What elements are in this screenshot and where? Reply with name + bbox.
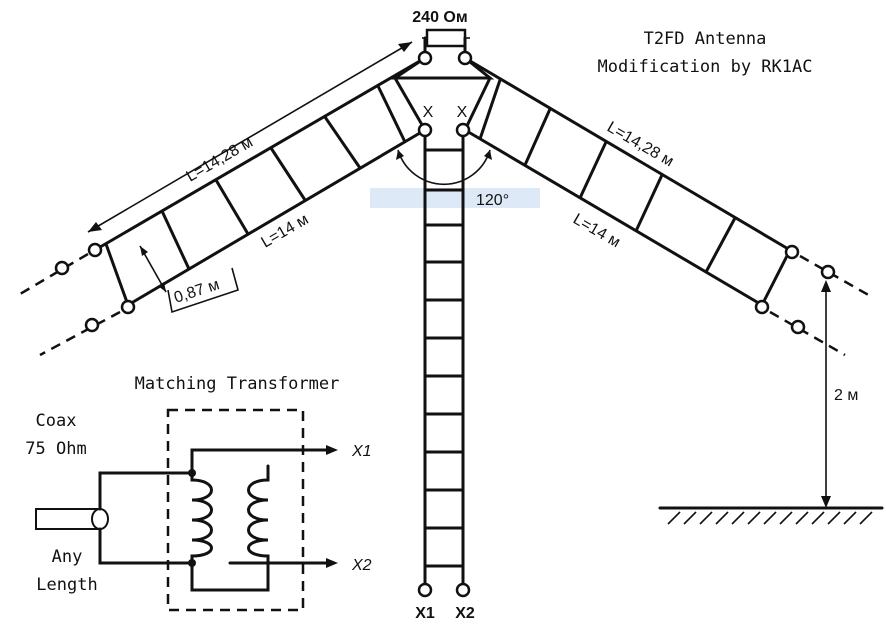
length-label-line1: Any: [52, 547, 83, 567]
length-label-line2: Length: [36, 575, 97, 595]
title-line1: T2FD Antenna: [644, 29, 767, 49]
terminal-left-top: [87, 242, 103, 258]
terminal-right-far-bottom: [790, 319, 806, 335]
terminal-right-top: [784, 244, 800, 260]
primary-winding: [190, 471, 213, 565]
terminal-left-far-bottom: [84, 317, 100, 333]
secondary-winding: [247, 471, 270, 565]
watermark-band: [370, 188, 540, 208]
resistor-terminal-right: [457, 50, 473, 66]
transformer-title: Matching Transformer: [135, 374, 340, 394]
resistor-label: 240 Ом: [412, 9, 467, 26]
terminal-left-bottom: [120, 299, 136, 315]
terminal-right-far-top: [820, 264, 836, 280]
left-inner-length-label: L=14 м: [259, 211, 312, 251]
feed-terminal-top-left: [417, 122, 433, 138]
coax-end: [91, 508, 109, 530]
coax-cable: [35, 508, 101, 530]
feed-label-bottom-right: X2: [455, 605, 475, 622]
transformer-out-x1: X1: [351, 443, 372, 460]
resistor-terminal-left: [417, 50, 433, 66]
angle-arc: [397, 149, 491, 186]
transformer-out-x2: X2: [351, 557, 372, 574]
right-arm-ladder: [463, 56, 792, 307]
angle-label: 120°: [476, 192, 509, 209]
resistor: [425, 28, 467, 48]
feed-label-bottom-left: X1: [415, 605, 435, 622]
spacing-label: 0,87 м: [172, 276, 222, 307]
feed-terminal-bottom-right: [455, 582, 471, 598]
feed-terminal-top-right: [455, 122, 471, 138]
left-arm-ladder: [93, 56, 427, 307]
coax-label-line2: 75 Ohm: [25, 439, 86, 459]
feed-terminal-bottom-left: [417, 582, 433, 598]
ground-symbol: [658, 506, 884, 525]
feed-label-x-right: X: [457, 104, 468, 121]
spacing-label-box: [167, 267, 239, 314]
transformer-enclosure: [166, 408, 305, 612]
terminal-left-far-top: [54, 260, 70, 276]
feed-label-x-left: X: [423, 104, 434, 121]
feed-ladder-line: [423, 128, 465, 592]
title-line2: Modification by RK1AC: [598, 57, 813, 77]
terminal-right-bottom: [754, 299, 770, 315]
coax-label-line1: Coax: [36, 411, 77, 431]
height-label: 2 м: [834, 387, 858, 404]
